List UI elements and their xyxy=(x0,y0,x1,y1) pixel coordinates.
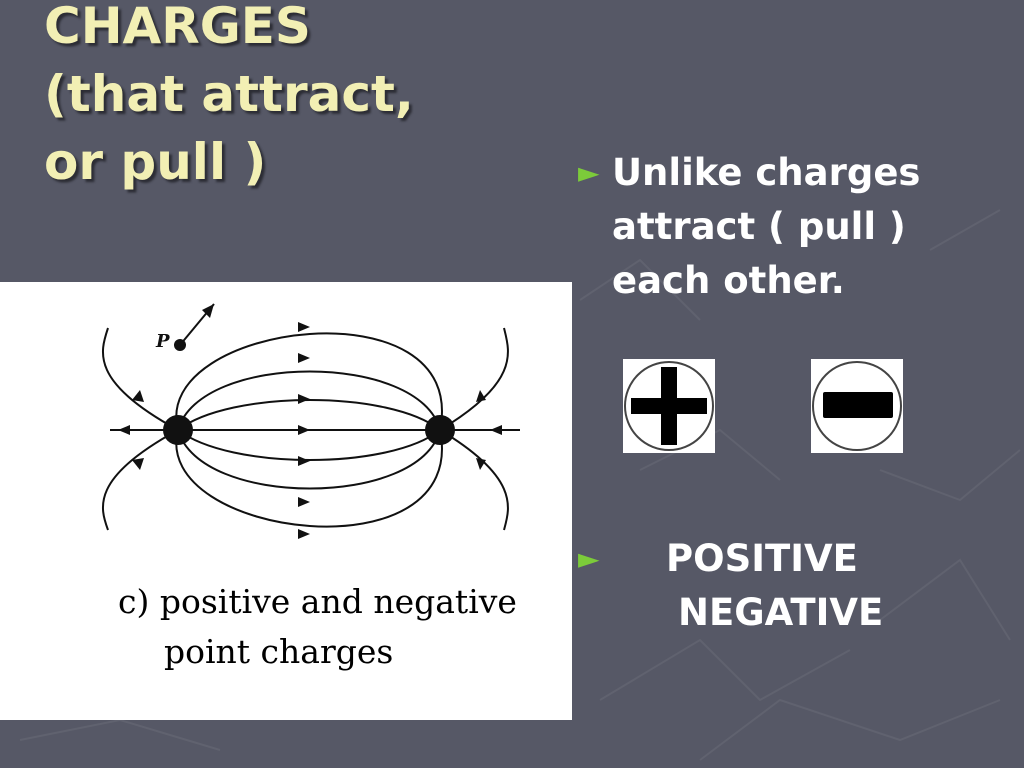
bullet-arrow-icon: ► xyxy=(578,156,600,189)
figure-caption-line-1: c) positive and negative xyxy=(118,582,517,621)
field-line-arc xyxy=(175,332,443,431)
slide-title: CHARGES (that attract, or pull ) xyxy=(44,0,504,196)
bullet-line-3: each other. xyxy=(612,259,845,302)
figure-caption-line-2: point charges xyxy=(164,632,394,671)
bullet-text: POSITIVE NEGATIVE xyxy=(666,532,1024,640)
field-arrowhead xyxy=(490,425,502,435)
field-line-outer xyxy=(439,327,509,431)
negative-point-charge xyxy=(425,415,455,445)
field-arrowhead xyxy=(298,394,310,404)
field-line-outer xyxy=(101,429,179,531)
field-arrowhead xyxy=(298,425,310,435)
title-line-2: (that attract, xyxy=(44,65,414,123)
field-arrowhead xyxy=(118,425,130,435)
label-positive: POSITIVE xyxy=(666,537,858,580)
field-arrowhead xyxy=(132,458,144,470)
field-arrowhead xyxy=(298,456,310,466)
title-line-1: CHARGES xyxy=(44,0,311,55)
field-line-arc xyxy=(177,429,441,490)
field-line-outer xyxy=(439,429,509,531)
field-arrowhead xyxy=(298,353,310,363)
field-line-arc xyxy=(177,370,441,431)
field-arrowhead xyxy=(132,390,144,402)
bullet-text: Unlike charges attract ( pull ) each oth… xyxy=(612,146,1012,308)
minus-sign-icon xyxy=(811,359,903,453)
bullet-arrow-icon: ► xyxy=(578,542,600,575)
field-arrowhead xyxy=(202,304,214,318)
label-negative: NEGATIVE xyxy=(678,591,884,634)
field-arrowhead xyxy=(298,322,310,332)
bullet-line-2: attract ( pull ) xyxy=(612,205,906,248)
title-line-3: or pull ) xyxy=(44,133,267,191)
field-line-arc xyxy=(177,429,441,461)
field-arrowhead xyxy=(298,497,310,507)
point-p-label: P xyxy=(155,331,170,352)
field-arrowhead xyxy=(298,529,310,539)
field-arrowhead xyxy=(476,458,486,470)
field-line-arc xyxy=(177,399,441,431)
field-line-outer xyxy=(101,327,179,431)
field-line-arc xyxy=(175,429,443,528)
bullet-line-1: Unlike charges xyxy=(612,151,921,194)
field-lines-diagram: P xyxy=(101,303,520,539)
point-p-marker xyxy=(174,339,186,351)
field-arrowhead xyxy=(476,390,486,402)
plus-sign-icon xyxy=(623,359,715,453)
field-lines-figure: P c) positive and negative point charges xyxy=(0,282,572,720)
positive-point-charge xyxy=(163,415,193,445)
